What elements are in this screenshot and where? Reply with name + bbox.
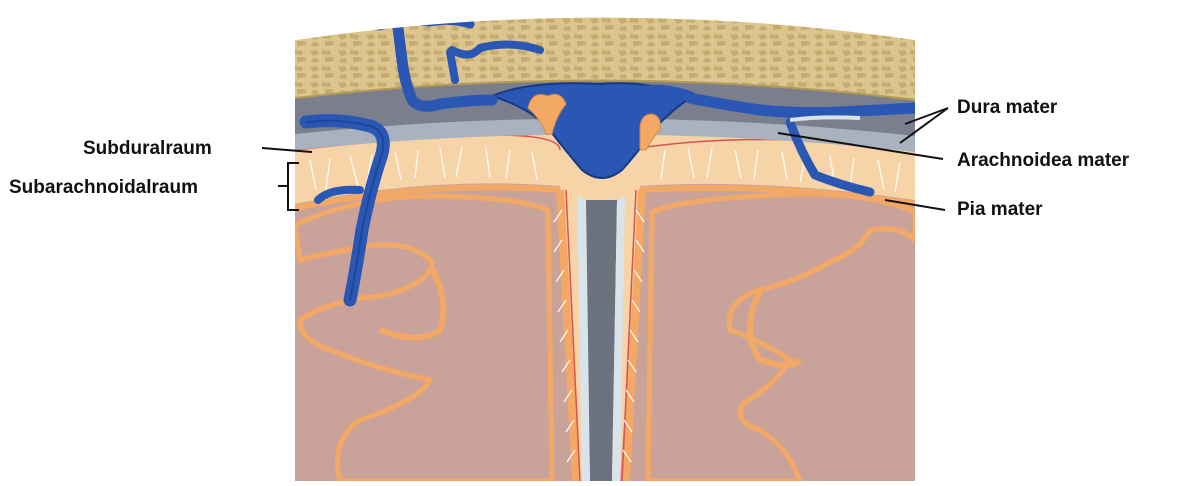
arachnoidea-mater-label: Arachnoidea mater bbox=[957, 150, 1129, 172]
cross-section bbox=[295, 18, 915, 482]
pia-mater-label: Pia mater bbox=[957, 199, 1043, 221]
subduralraum-label: Subduralraum bbox=[83, 138, 212, 160]
subarachnoidalraum-label: Subarachnoidalraum bbox=[9, 177, 198, 199]
dura-mater-label: Dura mater bbox=[957, 97, 1057, 119]
falx-cerebri bbox=[585, 200, 617, 481]
